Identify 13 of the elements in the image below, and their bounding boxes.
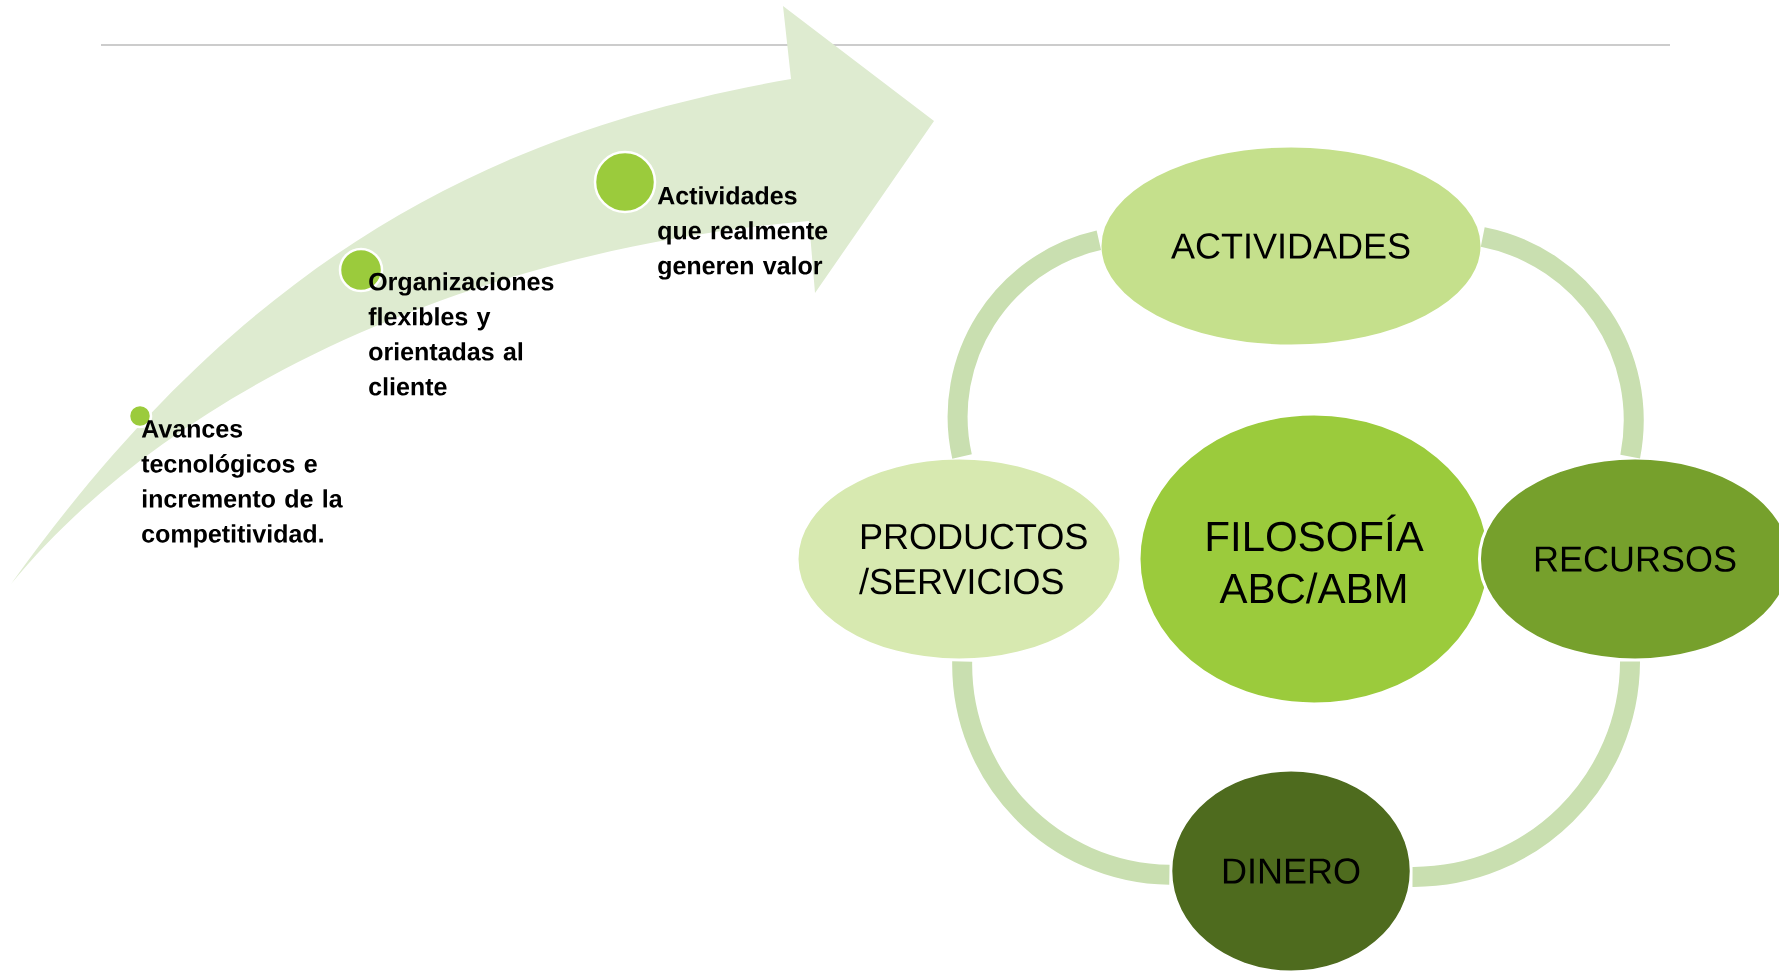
ring-arc: [947, 230, 1102, 459]
ellipse-node: PRODUCTOS /SERVICIOS: [795, 456, 1123, 662]
bullet-caption: Organizaciones flexibles y orientadas al cliente: [368, 272, 554, 396]
ellipse-node: FILOSOFÍA ABC/ABM: [1137, 412, 1491, 706]
ellipse-node: RECURSOS: [1477, 456, 1779, 662]
ring-arc: [1411, 660, 1640, 887]
ellipse-node: DINERO: [1169, 768, 1413, 972]
ring-arc: [1480, 227, 1644, 458]
bullet-dot: [593, 150, 657, 214]
ring-arc: [952, 660, 1171, 885]
bullet-caption: Avances tecnológicos e incremento de la competitividad.: [141, 420, 343, 548]
bullet-caption: Actividades que realmente generen valor: [657, 186, 828, 280]
ellipse-node: ACTIVIDADES: [1098, 144, 1484, 348]
